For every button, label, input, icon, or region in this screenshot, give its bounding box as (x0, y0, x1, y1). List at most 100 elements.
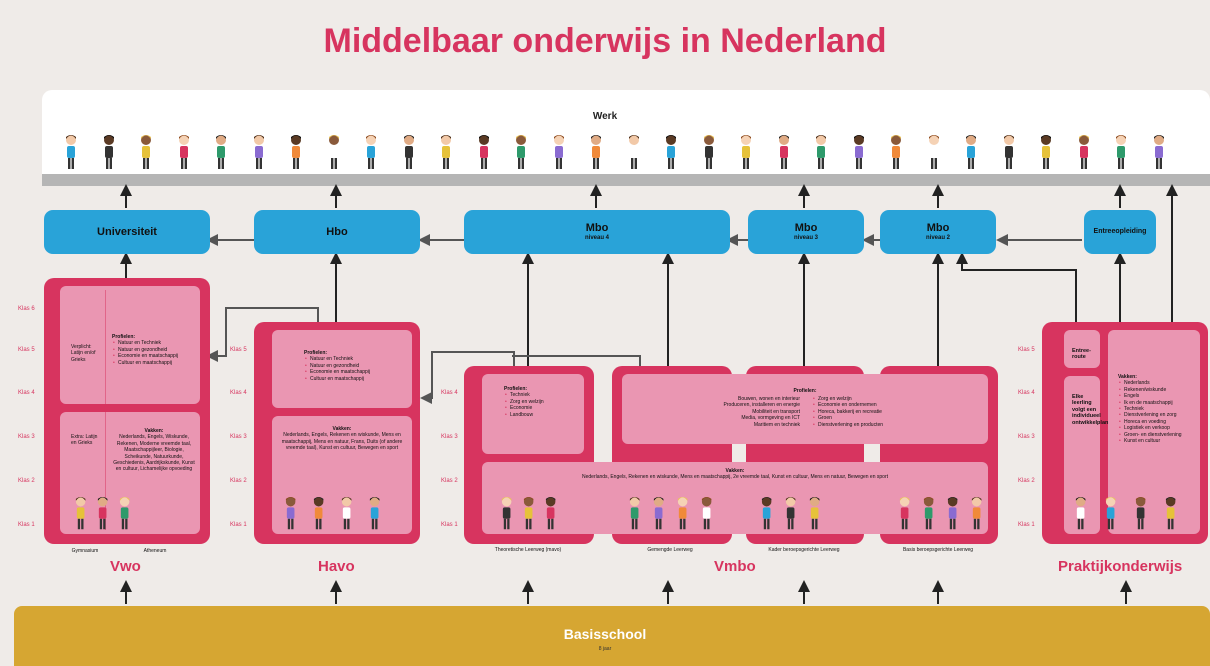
entreeopleiding-box: Entreeopleiding (1084, 210, 1156, 254)
class-label: Klas 1 (18, 522, 35, 528)
person-figure (816, 135, 826, 169)
vwo-divider (105, 290, 106, 530)
mbo2-sub: niveau 2 (925, 235, 950, 241)
vmbo-gl-label: Gemengde Leerweg (647, 547, 693, 553)
person-figure (677, 496, 688, 530)
person-figure (971, 496, 982, 530)
person-figure (1105, 496, 1116, 530)
werk-label: Werk (592, 111, 618, 122)
vwo-profiel-item: Natuur en Techniek (113, 340, 198, 347)
person-figure (523, 496, 534, 530)
person-figure (253, 135, 264, 169)
class-label: Klas 2 (230, 478, 247, 484)
person-figure (853, 135, 864, 169)
havo-vakken-title: Vakken: (332, 426, 352, 432)
person-figure (891, 135, 901, 169)
class-label: Klas 4 (230, 390, 247, 396)
class-label: Klas 5 (1018, 347, 1035, 353)
werk-panel (42, 90, 1210, 184)
pro-vakken: Vakken: Nederlands Rekenen/wiskunde Enge… (1118, 374, 1198, 445)
vwo-vakken-text: Nederlands, Engels, Wiskunde, Rekenen, M… (113, 434, 195, 473)
vmbo-tl-profiel-item: Economie (505, 405, 578, 412)
havo-vakken-text: Nederlands, Engels, Rekenen en wiskunde,… (281, 432, 403, 452)
havo-lower-inner (272, 416, 412, 534)
class-label: Klas 4 (441, 390, 458, 396)
person-figure (1075, 496, 1086, 530)
mbo3-label: Mbo (794, 222, 818, 234)
havo-profiel-item: Economie en maatschappij (305, 369, 404, 376)
class-label: Klas 5 (18, 347, 35, 353)
person-figure (947, 496, 958, 530)
vmbo-profiel-item: Economie en ondernemen (813, 402, 972, 409)
vmbo-profiel-item: Maritiem en techniek (753, 421, 800, 428)
class-label: Klas 4 (18, 390, 35, 396)
vmbo-profiel-item: Horeca, bakkerij en recreatie (813, 409, 972, 416)
vmbo-tl-profiel-item: Techniek (505, 392, 578, 399)
mbo4-box: Mbo niveau 4 (464, 210, 730, 254)
pro-vak-item: Ik en de maatschappij (1119, 400, 1198, 407)
vmbo-profiel-item: Zorg en welzijn (813, 396, 972, 403)
vwo-vakken: Vakken: Nederlands, Engels, Wiskunde, Re… (110, 428, 198, 473)
vwo-profielen-title: Profielen: (112, 334, 136, 340)
person-figure (778, 135, 789, 169)
mbo3-sub: niveau 3 (793, 235, 818, 241)
person-figure (666, 135, 676, 169)
person-figure (1165, 496, 1176, 530)
universiteit-label: Universiteit (97, 226, 157, 238)
vwo-profiel-item: Natuur en gezondheid (113, 347, 198, 354)
pro-vak-item: Kunst en cultuur (1119, 438, 1198, 445)
class-label: Klas 6 (18, 306, 35, 312)
person-figure (761, 496, 772, 530)
person-figure (701, 496, 712, 530)
basisschool-sub: 8 jaar (598, 646, 612, 652)
person-figure (285, 496, 296, 530)
person-figure (478, 135, 489, 169)
havo-profielen-title: Profielen: (304, 350, 328, 356)
vmbo-profielen-title: Profielen: (793, 388, 817, 394)
person-figure (291, 135, 301, 169)
person-figure (653, 496, 664, 530)
vwo-profiel-item: Cultuur en maatschappij (113, 360, 198, 367)
person-figure (1116, 135, 1126, 169)
mbo4-label: Mbo (585, 222, 609, 234)
vmbo-profielen-heading: Profielen: (622, 388, 988, 394)
person-figure (785, 496, 796, 530)
person-figure (66, 135, 76, 169)
person-figure (928, 135, 939, 169)
person-figure (591, 135, 601, 169)
person-figure (178, 135, 189, 169)
mbo3-box: Mbo niveau 3 (748, 210, 864, 254)
class-label: Klas 3 (1018, 434, 1035, 440)
havo-profielen: Profielen: Natuur en Techniek Natuur en … (304, 350, 404, 382)
person-figure (501, 496, 512, 530)
vmbo-tl-profielen: Profielen: Techniek Zorg en welzijn Econ… (504, 386, 578, 418)
class-label: Klas 1 (441, 522, 458, 528)
person-figure (1003, 135, 1014, 169)
pro-vak-item: Engels (1119, 393, 1198, 400)
person-figure (966, 135, 976, 169)
vmbo-profiel-item: Groen (813, 415, 972, 422)
vmbo-vakken-title: Vakken: (725, 468, 745, 474)
class-label: Klas 1 (230, 522, 247, 528)
class-label: Klas 1 (1018, 522, 1035, 528)
vwo-extra: Extra: Latijn en Grieks (71, 434, 98, 447)
class-label: Klas 2 (18, 478, 35, 484)
class-label: Klas 3 (230, 434, 247, 440)
class-label: Klas 2 (441, 478, 458, 484)
vmbo-kb-label: Kader beroepsgerichte Leerweg (768, 547, 840, 553)
vwo-gymnasium-label: Gymnasium (71, 548, 99, 554)
vmbo-tl-profiel-item: Zorg en welzijn (505, 399, 578, 406)
person-figure (97, 496, 108, 530)
person-figure (216, 135, 226, 169)
havo-title: Havo (318, 558, 355, 575)
pro-elke: Elke leerling volgt een individueel ontw… (1072, 394, 1109, 426)
vmbo-tl-profiel-item: Landbouw (505, 412, 578, 419)
vmbo-profiel-item: Media, vormgeving en ICT (741, 415, 800, 422)
hbo-label: Hbo (326, 226, 348, 238)
pro-entree-route: Entree-route (1072, 348, 1091, 361)
person-figure (141, 135, 151, 169)
person-figure (1153, 135, 1164, 169)
pro-title: Praktijkonderwijs (1058, 558, 1183, 575)
universiteit-box: Universiteit (44, 210, 210, 254)
